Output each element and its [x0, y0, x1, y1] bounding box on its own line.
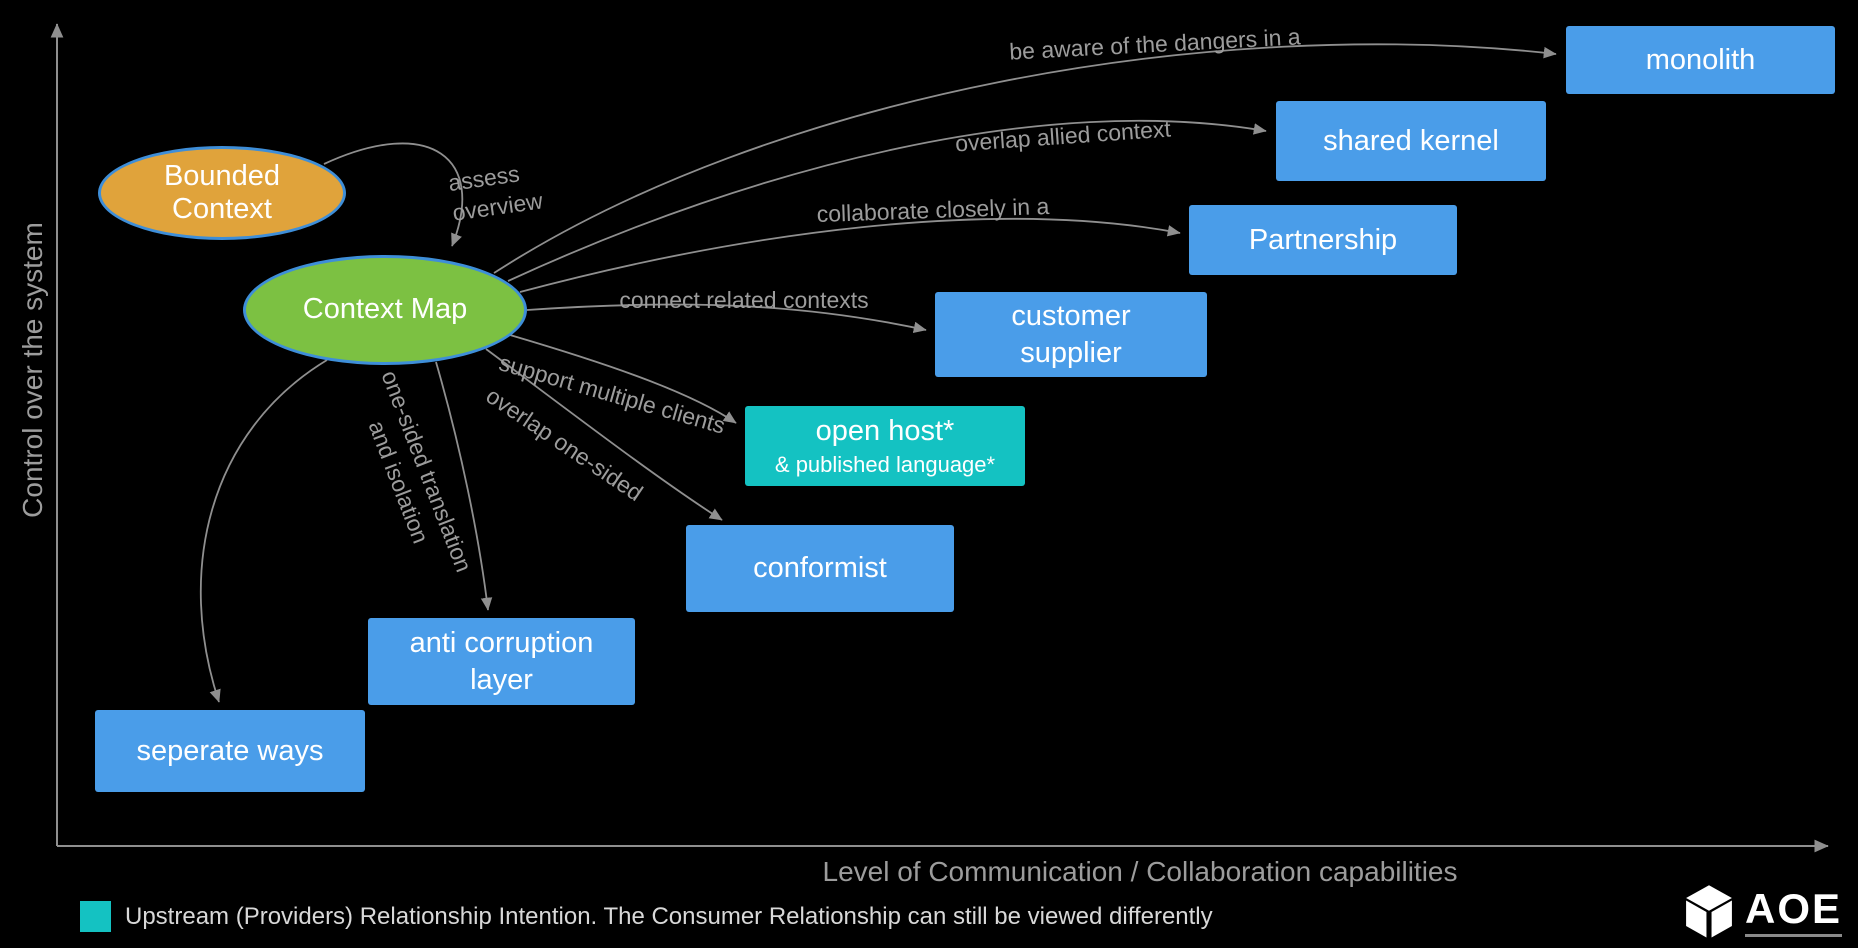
arrow-to-seperate-ways	[199, 359, 328, 703]
box-open-host-sublabel: & published language*	[774, 452, 996, 478]
legend-upstream-swatch	[80, 901, 111, 932]
edge-label-monolith: be aware of the dangers in a	[1008, 23, 1302, 65]
box-conformist: conformist	[686, 525, 954, 612]
edge-label-partnership: collaborate closely in a	[816, 192, 1050, 228]
box-open-host: open host* & published language*	[745, 406, 1025, 486]
legend-text: Upstream (Providers) Relationship Intent…	[125, 902, 1213, 930]
edge-label-assess-overview: assess overview	[446, 160, 545, 226]
box-monolith: monolith	[1566, 26, 1835, 94]
arrow-to-partnership	[519, 217, 1181, 293]
box-anti-corruption-layer: anti corruption layer	[368, 618, 635, 705]
node-context-map: Context Map	[243, 255, 527, 365]
y-axis-label: Control over the system	[17, 222, 48, 518]
aoe-logo-text: AOE	[1744, 884, 1842, 932]
legend: Upstream (Providers) Relationship Intent…	[80, 901, 1213, 932]
aoe-cube-icon	[1686, 885, 1732, 938]
aoe-logo: AOE	[1683, 884, 1842, 940]
box-shared-kernel: shared kernel	[1276, 101, 1546, 181]
edge-label-shared-kernel: overlap allied context	[954, 115, 1172, 157]
box-customer-supplier: customer supplier	[935, 292, 1207, 377]
edge-label-customer-supplier: connect related contexts	[619, 287, 869, 313]
box-open-host-label: open host*	[815, 415, 955, 448]
edge-label-anti-corruption-layer: one-sided translation and isolation	[363, 366, 478, 576]
node-bounded-context: Bounded Context	[98, 146, 346, 240]
box-seperate-ways: seperate ways	[95, 710, 365, 792]
x-axis-label: Level of Communication / Collaboration c…	[822, 856, 1458, 887]
aoe-logo-tagline	[1744, 933, 1842, 937]
box-partnership: Partnership	[1189, 205, 1457, 275]
